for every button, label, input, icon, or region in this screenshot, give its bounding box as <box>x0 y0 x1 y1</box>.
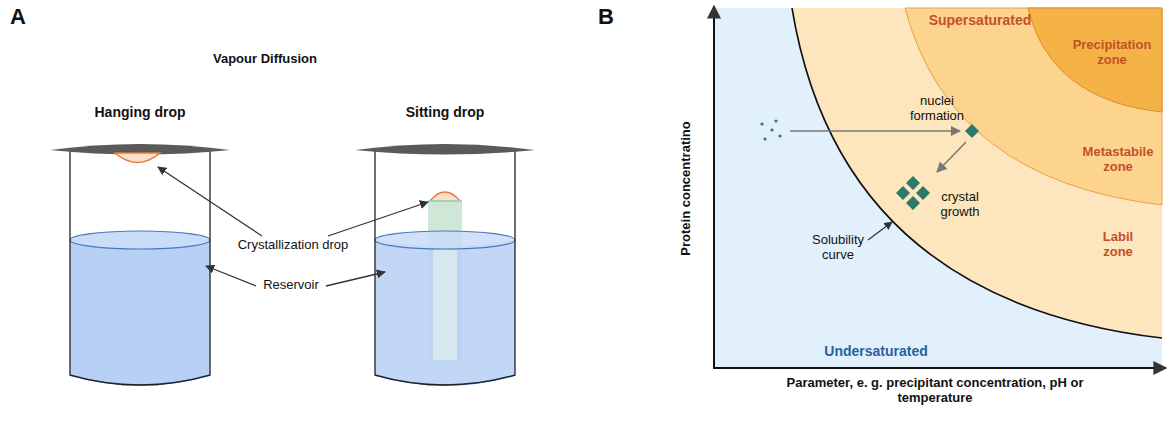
method-title: Sitting drop <box>406 104 485 120</box>
axis-label: Protein concentratino <box>679 121 694 255</box>
leader-arrows <box>158 167 428 286</box>
part-label: Crystallization drop <box>238 238 349 253</box>
step-label: crystal growth <box>929 190 991 220</box>
region-label: Supersaturated <box>929 12 1032 28</box>
phase-diagram <box>713 6 1166 368</box>
panel-letter: A <box>10 4 26 29</box>
panel-heading: Vapour Diffusion <box>213 52 317 67</box>
zone-label: Precipitation zone <box>1066 38 1158 68</box>
method-title: Hanging drop <box>95 104 186 120</box>
zone-label: Labil zone <box>1094 230 1142 260</box>
curve-label: Solubility curve <box>803 233 873 263</box>
zone-label: Metastabile zone <box>1076 145 1160 175</box>
hanging-drop-well <box>50 144 230 385</box>
sitting-drop-well <box>355 144 535 385</box>
region-label: Undersaturated <box>824 343 927 359</box>
step-label: nuclei formation <box>901 94 973 124</box>
part-label: Reservoir <box>263 278 319 293</box>
axis-label: Parameter, e. g. precipitant concentrati… <box>776 376 1094 406</box>
panel-letter: B <box>598 4 614 29</box>
